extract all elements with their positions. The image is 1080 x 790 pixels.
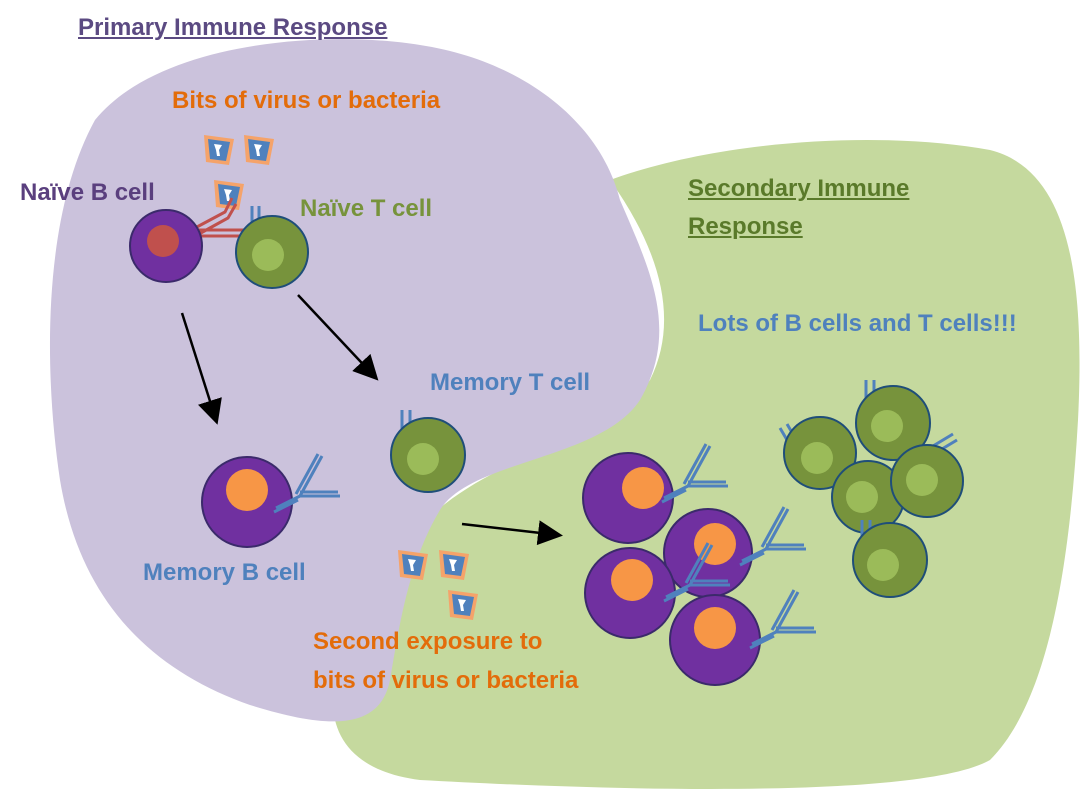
antigen-icon [448, 590, 478, 620]
antigen-icon [244, 135, 274, 165]
exposure-label-line1: Second exposure to [313, 628, 543, 655]
lots-label: Lots of B cells and T cells!!! [698, 310, 1017, 337]
arrow-to-memory-b [180, 312, 222, 425]
secondary-t-cell [890, 432, 964, 518]
antigen-label: Bits of virus or bacteria [172, 87, 441, 114]
exposure-label-line2: bits of virus or bacteria [313, 667, 579, 694]
secondary-t-cell [852, 520, 928, 598]
antigen-icon [204, 135, 234, 165]
secondary-title-line2: Response [688, 213, 803, 240]
memory-t-label: Memory T cell [430, 369, 591, 396]
naive-t-cell [235, 206, 309, 289]
secondary-t-cell [778, 416, 857, 490]
arrow-to-memory-t [297, 294, 379, 381]
antigen-icon [398, 550, 428, 580]
secondary-t-cell [831, 460, 905, 534]
secondary-t-cell [855, 380, 931, 461]
arrow-to-secondary [461, 520, 563, 546]
memory-t-cell [390, 410, 466, 493]
naive-b-cell [129, 197, 255, 283]
memory-b-cell [201, 452, 342, 548]
antigen-icon [439, 550, 469, 580]
secondary-b-cell [584, 541, 732, 639]
naive-t-label: Naïve T cell [300, 195, 433, 222]
secondary-title-line1: Secondary Immune [688, 175, 910, 202]
primary-title: Primary Immune Response [78, 14, 388, 41]
naive-b-label: Naïve B cell [20, 179, 155, 206]
memory-b-label: Memory B cell [143, 559, 306, 586]
secondary-b-cell [582, 442, 730, 544]
secondary-b-cell [669, 588, 818, 686]
secondary-region [332, 140, 1080, 789]
